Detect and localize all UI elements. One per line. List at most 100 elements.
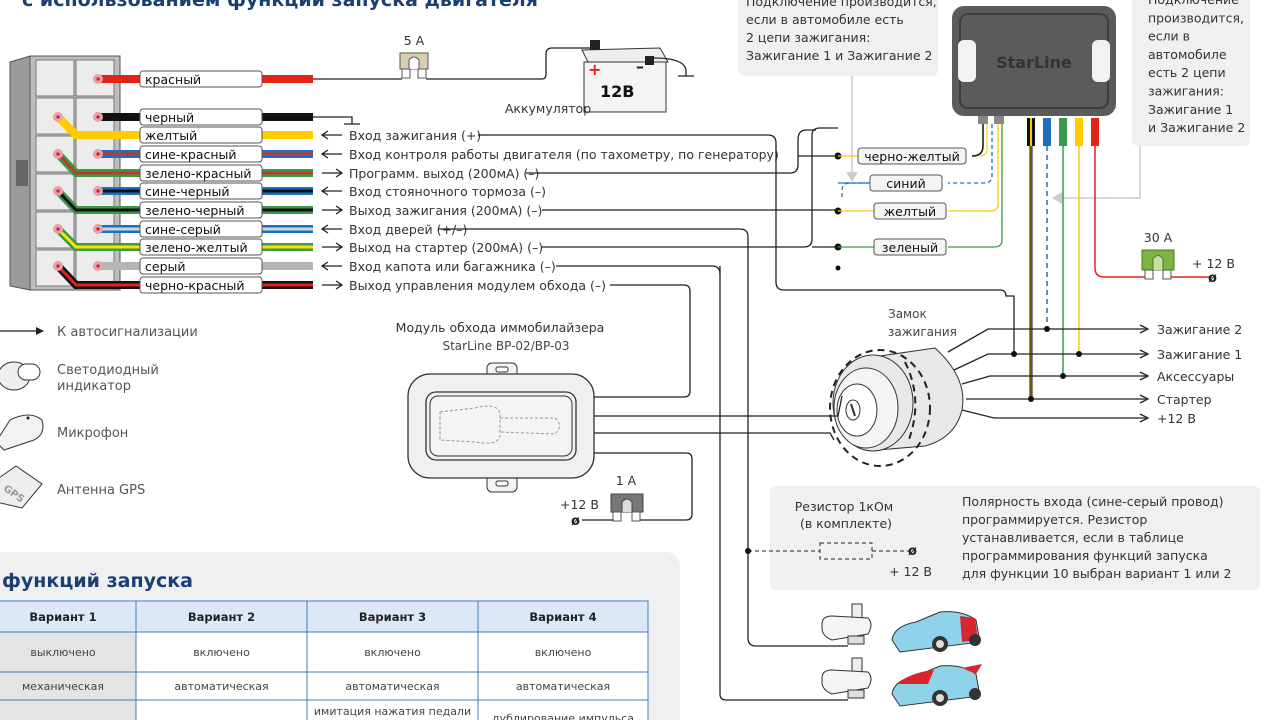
table-header: Вариант 2 xyxy=(188,610,255,624)
note-right-line: автомобиле xyxy=(1148,47,1227,62)
wire-label: серый xyxy=(145,259,186,274)
resistor-note-line: Полярность входа (сине-серый провод) xyxy=(962,494,1224,509)
bypass-title: Модуль обхода иммобилайзера xyxy=(396,320,605,335)
wire-label: сине-красный xyxy=(145,147,237,162)
wire-6: зелено-черный Выход зажигания (200мА) (–) xyxy=(53,186,542,219)
svg-text:12В: 12В xyxy=(600,82,634,101)
wire-function: Выход управления модулем обхода (–) xyxy=(349,278,606,293)
table-cell: включено xyxy=(193,646,250,659)
table-cell: имитация нажатия педали xyxy=(314,705,471,718)
module-wire-label: желтый xyxy=(884,204,936,219)
module-wire-2: желтый xyxy=(834,202,947,220)
resistor-panel xyxy=(770,486,1260,590)
car-door-icon xyxy=(891,611,981,653)
bypass-fuse-label: 1 А xyxy=(616,473,637,488)
table-header: Вариант 1 xyxy=(29,610,96,624)
table-header: Вариант 4 xyxy=(529,610,596,624)
bypass-module-icon xyxy=(407,362,595,493)
ignition-output-label: Стартер xyxy=(1157,392,1212,407)
wire-function: Вход контроля работы двигателя (по тахом… xyxy=(349,147,779,162)
resistor-note-line: для функции 10 выбран вариант 1 или 2 xyxy=(962,566,1232,581)
ignition-output-label: +12 В xyxy=(1157,411,1196,426)
svg-text:–: – xyxy=(636,57,644,76)
wire-function: Вход капота или багажника (–) xyxy=(349,259,556,274)
note-left-line: Подключение производится, xyxy=(746,0,937,9)
ignition-title-1: Замок xyxy=(888,307,927,321)
wire-label: сине-серый xyxy=(145,222,221,237)
note-right-line: и Зажигание 2 xyxy=(1148,120,1245,135)
legend-label: Антенна GPS xyxy=(57,483,145,498)
table-cell: выключено xyxy=(30,646,96,659)
note-right-line: Зажигание 1 xyxy=(1148,102,1233,117)
terminal-icon: ø xyxy=(908,544,917,559)
page-title: с использованием функции запуска двигате… xyxy=(22,0,538,11)
note-right-line: если в xyxy=(1148,29,1190,44)
module-wire-label: синий xyxy=(886,176,925,191)
gps-antenna-icon: GPS xyxy=(0,465,43,509)
svg-text:ø: ø xyxy=(571,514,580,529)
module-wire-label: черно-желтый xyxy=(864,149,960,164)
led-icon xyxy=(0,361,41,391)
door-switch-icon xyxy=(821,603,872,645)
table-cell: автоматическая xyxy=(174,680,268,693)
fuse-main-label: 5 А xyxy=(404,33,425,48)
wire-label: черный xyxy=(145,110,194,125)
table-cell: автоматическая xyxy=(345,680,439,693)
wire-label: зелено-черный xyxy=(145,203,245,218)
wire-function: Выход на стартер (200мА) (–) xyxy=(349,240,543,255)
relay-plus12: + 12 В xyxy=(1192,256,1235,271)
wire-0: красный xyxy=(93,70,313,88)
table-title: функций запуска xyxy=(2,570,193,592)
wire-function: Вход дверей (+/–) xyxy=(349,222,467,237)
note-right-line: есть 2 цепи xyxy=(1148,65,1226,80)
note-right-line: зажигания: xyxy=(1148,84,1224,99)
table-cell: механическая xyxy=(22,680,104,693)
fuse-30a-icon xyxy=(1141,249,1175,280)
ignition-output-label: Зажигание 2 xyxy=(1157,322,1242,337)
wire-8: зелено-желтый Выход на стартер (200мА) (–… xyxy=(53,224,543,256)
wire-function: Вход стояночного тормоза (–) xyxy=(349,184,546,199)
module-wire-1: синий xyxy=(838,174,943,192)
fuse-30a-label: 30 А xyxy=(1144,230,1173,245)
resistor-note: Полярность входа (сине-серый провод) прог… xyxy=(962,494,1232,581)
legend-label: К автосигнализации xyxy=(57,325,198,340)
starline-logo: StarLine xyxy=(996,53,1072,72)
resistor-note-line: программирования функций запуска xyxy=(962,548,1208,563)
ignition-output-label: Зажигание 1 xyxy=(1157,347,1242,362)
wire-label: зелено-красный xyxy=(145,166,252,181)
ignition-lock-icon xyxy=(829,347,964,467)
module-wire-3: зеленый xyxy=(834,238,947,256)
wire-1: черный xyxy=(93,108,313,126)
fuse-1a-icon xyxy=(610,493,644,522)
wire-3: сине-красный Вход контроля работы двигате… xyxy=(93,145,779,163)
wire-label: зелено-желтый xyxy=(145,240,248,255)
note-left-line: Зажигание 1 и Зажигание 2 xyxy=(746,48,932,63)
resistor-subtitle: (в комплекте) xyxy=(800,516,892,531)
bypass-model: StarLine BP-02/BP-03 xyxy=(442,339,569,353)
bypass-plus12: +12 В xyxy=(560,497,599,512)
table-header: Вариант 3 xyxy=(359,610,426,624)
svg-text:+: + xyxy=(588,60,601,79)
note-right-line: Подключение xyxy=(1148,0,1239,7)
module-wire-labels: черно-желтый синий желтый зеленый xyxy=(834,147,967,271)
arrow-icon xyxy=(36,327,44,335)
wire-function: Программ. выход (200мА) (–) xyxy=(349,166,539,181)
wire-label: красный xyxy=(145,72,201,87)
resistor-plus12: + 12 В xyxy=(889,564,932,579)
wire-function: Выход зажигания (200мА) (–) xyxy=(349,203,542,218)
note-left-line: 2 цепи зажигания: xyxy=(746,30,870,45)
module-wire-label: зеленый xyxy=(882,240,938,255)
table-cell: дублирование импульса xyxy=(492,712,634,720)
table-cell: включено xyxy=(364,646,421,659)
resistor-note-line: программируется. Резистор xyxy=(962,512,1147,527)
hood-switch-icon xyxy=(821,657,872,699)
module-wire-0: черно-желтый xyxy=(834,147,967,165)
table-cell: автоматическая xyxy=(516,680,610,693)
wire-label: желтый xyxy=(145,128,197,143)
svg-text:ø: ø xyxy=(1208,271,1217,286)
